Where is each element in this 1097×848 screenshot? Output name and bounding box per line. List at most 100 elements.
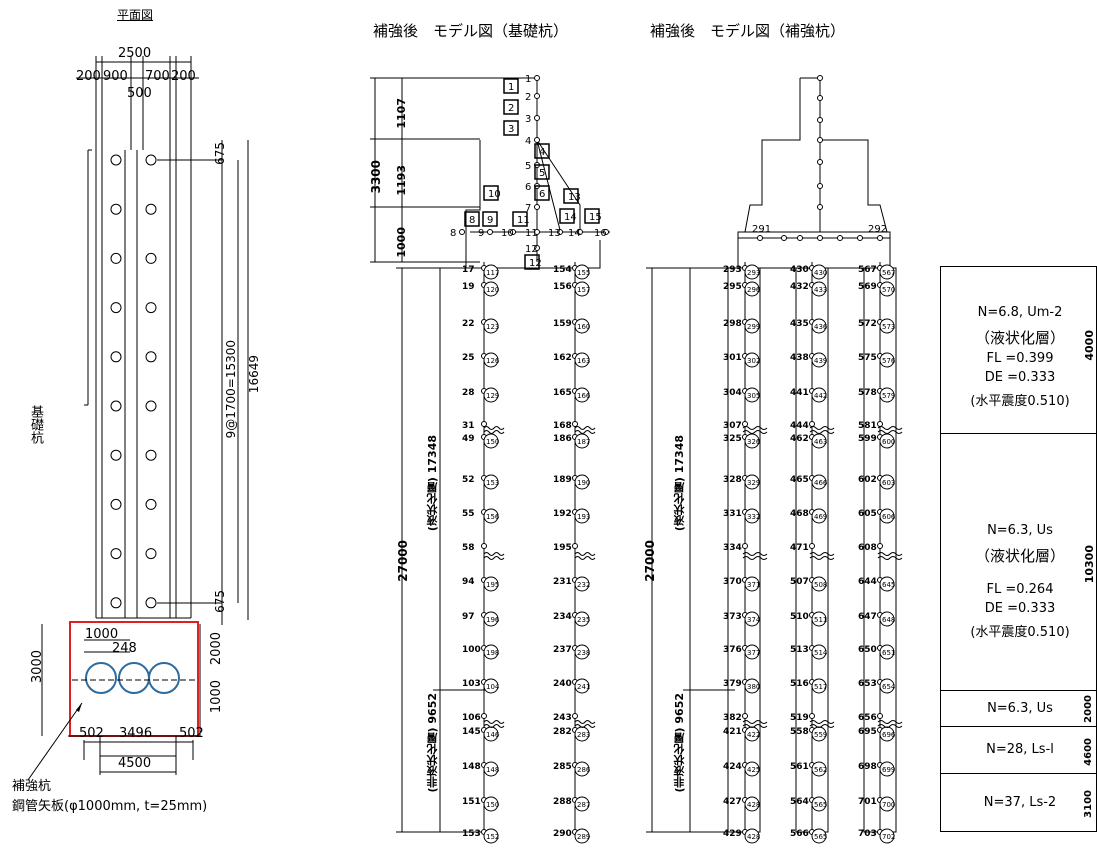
ma-break <box>483 552 505 560</box>
callout-line1: 補強杭 <box>12 779 52 794</box>
mb-p1-pile-node-label: 298 <box>723 319 742 329</box>
mb-cap-node <box>817 95 823 101</box>
mb-cap-node <box>817 183 823 189</box>
ma-cap-node-label: 12 <box>525 244 538 255</box>
plan-pile-hole <box>145 400 157 412</box>
ma-element-box <box>483 185 499 201</box>
mb-p2-pile-element <box>811 678 827 694</box>
mb-p2-pile-node-label: 441 <box>790 388 809 398</box>
mb-break <box>809 552 835 560</box>
mb-p1-pile-element-label: 299 <box>747 323 760 331</box>
plan-pile-hole <box>110 252 122 264</box>
ma-cap-node <box>534 204 540 210</box>
plan-dim-675-bottom: 675 <box>213 590 227 613</box>
mb-p2-pile-element <box>811 318 827 334</box>
mb-p2-pile-node-label: 435 <box>790 319 809 329</box>
mb-cap-node <box>817 235 823 241</box>
plan-box-dim-3000: 3000 <box>30 650 45 684</box>
ma-cap-node-label: 10 <box>501 228 514 239</box>
ma-p2-pile-element <box>574 474 590 490</box>
ma-element-label: 14 <box>564 212 577 223</box>
ma-cap-node <box>534 93 540 99</box>
ma-p1-pile-node-label: 148 <box>462 762 481 772</box>
ma-element-box <box>534 143 550 159</box>
mb-p2-pile-element <box>811 508 827 524</box>
ma-p1-pile-node-label: 100 <box>462 645 481 655</box>
mb-p3-pile-node-label: 605 <box>858 509 877 519</box>
model-b-title: 補強後 モデル図（補強杭） <box>650 22 846 40</box>
plan-pile-hole <box>110 498 122 510</box>
mb-p2-pile-element <box>811 281 827 297</box>
soil-2-line5: (水平震度0.510) <box>970 625 1070 640</box>
mb-p3-pile-node <box>877 713 883 719</box>
plan-title: 平面図 <box>117 8 154 22</box>
ma-p1-pile-element <box>483 264 499 280</box>
plan-pile-hole <box>110 351 122 363</box>
ma-p2-pile-node <box>572 713 578 719</box>
ma-cap-node <box>534 229 540 235</box>
ma-p2-pile-node-label: 285 <box>553 762 572 772</box>
soil-1-line2: （液状化層） <box>974 329 1065 347</box>
mb-p1-pile-node-label: 301 <box>723 353 742 363</box>
mb-p2-pile-node-label: 465 <box>790 475 809 485</box>
plan-pile-hole <box>145 351 157 363</box>
ma-p2-pile-node <box>572 543 578 549</box>
ma-cap-diag <box>536 139 561 231</box>
ma-p1-pile-element-label: 120 <box>486 286 499 294</box>
reinforce-pile <box>118 662 150 694</box>
ma-p1-pile-node-label: 49 <box>462 434 475 444</box>
plan-pile-hole <box>145 203 157 215</box>
ma-p1-pile-element <box>483 281 499 297</box>
plan-box-dim-1000: 1000 <box>85 627 119 642</box>
ma-p2-pile-node <box>572 421 578 427</box>
ma-p1-pile-node <box>481 543 487 549</box>
soil-5-thickness: 3100 <box>1083 790 1094 818</box>
mb-p2-pile-node-label: 471 <box>790 543 809 553</box>
mb-p3-pile-node-label: 575 <box>858 353 877 363</box>
mb-p3-pile-element <box>879 264 895 280</box>
ma-p1-pile-node-label: 52 <box>462 475 475 485</box>
ma-p2-pile-element <box>574 387 590 403</box>
soil-1-line3: FL =0.399 <box>986 351 1054 366</box>
mb-p2-pile-node-label: 564 <box>790 797 809 807</box>
ma-p2-pile-node-label: 231 <box>553 577 572 587</box>
mb-p3-pile-element-label: 570 <box>882 286 895 294</box>
ma-cap-node <box>557 229 563 235</box>
mb-p2-pile-element-label: 517 <box>814 683 827 691</box>
ma-p2-pile-node-label: 154 <box>553 265 572 275</box>
ma-p1-pile-element-label: 150 <box>486 801 499 809</box>
ma-element-box <box>534 185 550 201</box>
mb-cap-node <box>797 235 803 241</box>
ma-cap-node-label: 3 <box>525 114 531 125</box>
mb-p3-pile-element-label: 696 <box>882 731 896 739</box>
mb-p2-pile-element <box>811 796 827 812</box>
mb-p2-pile-element-label: 439 <box>814 357 827 365</box>
soil-1-line1: N=6.8, Um-2 <box>977 305 1063 320</box>
ma-p2-pile-element <box>574 678 590 694</box>
ma-element-box <box>559 208 575 224</box>
mb-p3-pile-node-label: 578 <box>858 388 877 398</box>
mb-p1-pile-node-label: 376 <box>723 645 742 655</box>
ma-p1-pile-node <box>481 713 487 719</box>
soil-4-line1: N=28, Ls-l <box>986 742 1054 757</box>
mb-p1-pile-node-label: 370 <box>723 577 742 587</box>
ma-p2-pile-element-label: 232 <box>577 581 590 589</box>
mb-p3-pile-element <box>879 508 895 524</box>
mb-break <box>809 426 835 434</box>
plan-pile-hole <box>110 400 122 412</box>
mb-p2-pile-node-label: 430 <box>790 265 809 275</box>
mb-p2-pile-node-label: 519 <box>790 713 809 723</box>
mb-p3-pile-node-label: 599 <box>858 434 877 444</box>
mb-p3-pile-element <box>879 576 895 592</box>
mb-break <box>809 720 835 728</box>
mb-p2-pile-node-label: 438 <box>790 353 809 363</box>
mb-p1-pile-element <box>744 761 760 777</box>
ma-cap-node-label: 7 <box>525 203 531 214</box>
mb-p2-pile-element-label: 436 <box>814 323 828 331</box>
plan-dim-900: 900 <box>103 69 128 84</box>
ma-p2-pile-node-label: 186 <box>553 434 572 444</box>
ma-p2-pile-element-label: 193 <box>577 513 590 521</box>
ma-p1-pile-element <box>483 796 499 812</box>
mb-p3-pile-element-label: 576 <box>882 357 896 365</box>
ma-p1-pile-node-label: 103 <box>462 679 481 689</box>
